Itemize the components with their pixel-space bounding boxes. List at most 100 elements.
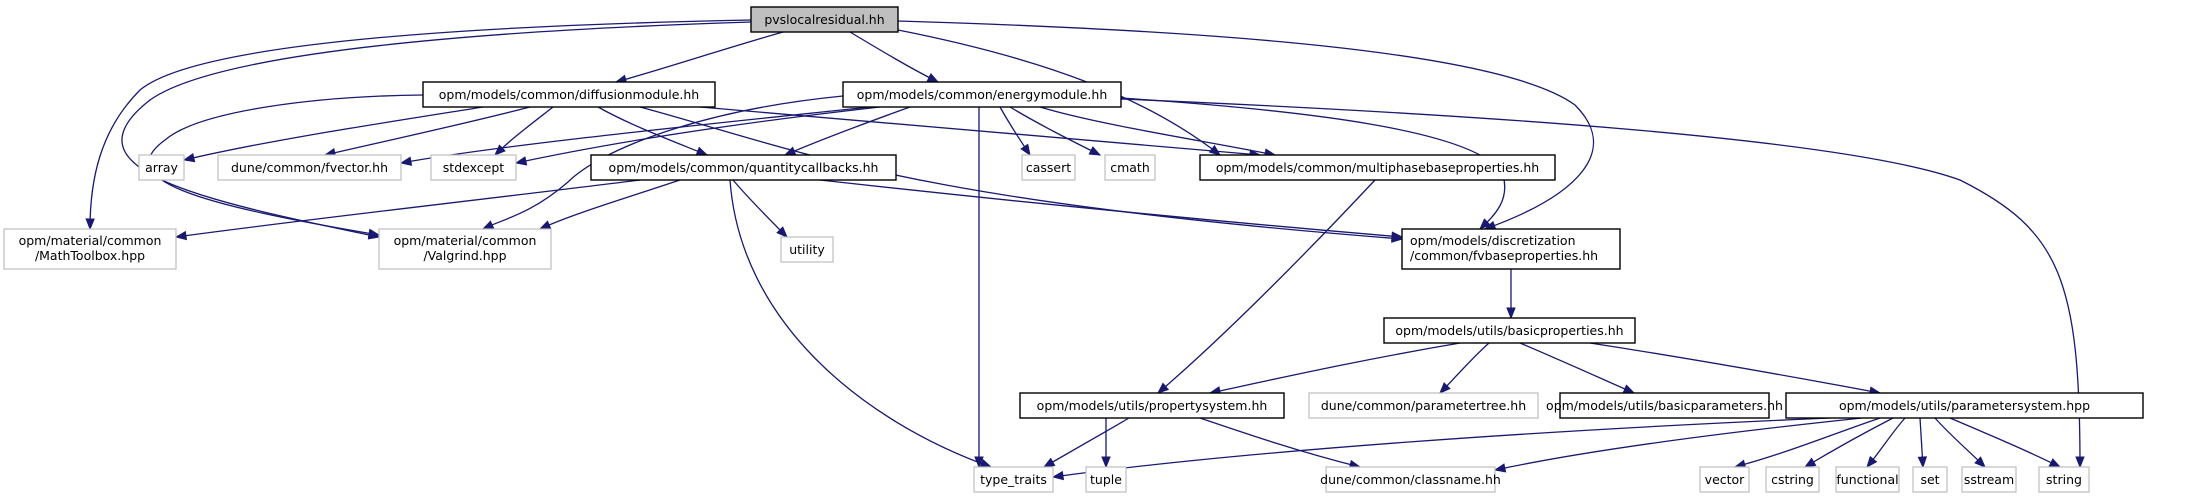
edge-energymodule-to-stdexcept <box>514 106 881 166</box>
node-box[interactable] <box>750 6 899 33</box>
edge-line <box>539 179 681 230</box>
node-label: dune/common/fvector.hh <box>231 160 388 175</box>
node-box[interactable] <box>1383 317 1636 344</box>
node-label: opm/models/utils/parametersystem.hpp <box>1839 398 2090 413</box>
edge-line <box>1949 417 2061 468</box>
arrowhead-icon <box>1917 456 1928 469</box>
edge-line <box>784 106 911 156</box>
node-label: opm/models/utils/basicproperties.hh <box>1395 323 1623 338</box>
edge-line <box>148 94 424 236</box>
node-fvector: dune/common/fvector.hh <box>217 154 402 181</box>
edge-energymodule-to-type_traits <box>974 107 984 469</box>
node-basicproperties[interactable]: opm/models/utils/basicproperties.hh <box>1383 317 1636 344</box>
edge-basicproperties-to-parametersystem <box>1589 342 1882 396</box>
node-multiphasebaseproperties[interactable]: opm/models/common/multiphasebaseproperti… <box>1199 154 1556 181</box>
node-box[interactable] <box>1785 392 2144 419</box>
edge-energymodule-to-cassert <box>999 106 1031 157</box>
node-stdexcept: stdexcept <box>430 154 517 181</box>
node-energymodule[interactable]: opm/models/common/energymodule.hh <box>842 81 1122 108</box>
node-box <box>780 236 834 263</box>
node-basicparameters[interactable]: opm/models/utils/basicparameters.hh <box>1546 392 1783 419</box>
arrowhead-icon <box>1866 455 1878 469</box>
arrowhead-icon <box>1101 456 1111 469</box>
node-box[interactable] <box>1019 392 1285 419</box>
edge-parametersystem-to-vector <box>1733 417 1881 469</box>
node-cmath: cmath <box>1104 154 1156 181</box>
node-box[interactable] <box>1401 228 1621 270</box>
node-quantitycallbacks[interactable]: opm/models/common/quantitycallbacks.hh <box>590 154 897 181</box>
node-set: set <box>1912 466 1948 493</box>
node-box <box>378 228 552 270</box>
edge-propertysystem-to-tuple <box>1101 418 1111 469</box>
node-label: opm/models/common/energymodule.hh <box>857 87 1108 102</box>
node-label: opm/models/common/quantitycallbacks.hh <box>609 160 879 175</box>
node-parametersystem[interactable]: opm/models/utils/parametersystem.hpp <box>1785 392 2144 419</box>
node-box[interactable] <box>422 81 716 108</box>
arrowhead-icon <box>182 153 196 163</box>
arrowhead-icon <box>1493 463 1507 473</box>
edge-line <box>1519 342 1635 394</box>
node-box <box>1085 466 1127 493</box>
node-fvbaseproperties[interactable]: opm/models/discretization/common/fvbasep… <box>1401 228 1621 270</box>
node-diffusionmodule[interactable]: opm/models/common/diffusionmodule.hh <box>422 81 716 108</box>
edge-line <box>515 106 881 164</box>
node-pvslocalresidual[interactable]: pvslocalresidual.hh <box>750 6 899 33</box>
edge-diffusionmodule-to-quantitycallbacks <box>597 106 709 156</box>
node-box <box>430 154 517 181</box>
arrowhead-icon <box>514 156 528 166</box>
node-classname: dune/common/classname.hh <box>1320 466 1501 493</box>
node-label: cmath <box>1110 160 1150 175</box>
edge-line <box>819 179 1403 238</box>
node-label: /Valgrind.hpp <box>423 248 506 263</box>
node-label: set <box>1920 472 1939 487</box>
edge-line <box>897 20 1595 230</box>
node-label: /common/fvbaseproperties.hh <box>1410 248 1598 263</box>
edge-line <box>1043 417 1130 468</box>
node-box[interactable] <box>842 81 1122 108</box>
node-box[interactable] <box>590 154 897 181</box>
node-label: opm/models/utils/propertysystem.hh <box>1037 398 1268 413</box>
edge-line <box>1494 417 1863 471</box>
node-label: /MathToolbox.hpp <box>35 248 145 263</box>
node-array: array <box>138 154 185 181</box>
edge-line <box>1804 417 1894 468</box>
arrowhead-icon <box>1208 144 1222 156</box>
edge-fvbaseproperties-to-basicproperties <box>1506 269 1516 320</box>
node-box <box>1961 466 2017 493</box>
edge-line <box>597 106 708 156</box>
arrowhead-icon <box>2048 458 2062 468</box>
node-functional: functional <box>1835 466 1900 493</box>
edge-line <box>175 179 641 238</box>
node-valgrind: opm/material/common/Valgrind.hpp <box>378 228 552 270</box>
edge-basicproperties-to-parametertree <box>1439 342 1490 394</box>
arrowhead-icon <box>367 228 381 238</box>
arrowhead-icon <box>1803 457 1817 468</box>
node-label: sstream <box>1964 472 2014 487</box>
node-label: dune/common/parametertree.hh <box>1321 398 1526 413</box>
node-label: opm/models/utils/basicparameters.hh <box>1546 398 1783 413</box>
edge-parametersystem-to-type_traits <box>1051 417 1831 481</box>
node-label: pvslocalresidual.hh <box>764 12 884 27</box>
edge-line <box>732 179 788 238</box>
node-propertysystem[interactable]: opm/models/utils/propertysystem.hh <box>1019 392 1285 419</box>
node-box[interactable] <box>1559 392 1770 419</box>
edge-line <box>1009 106 1101 156</box>
edge-line <box>183 106 484 161</box>
edge-line <box>849 31 939 83</box>
edge-multiphasebaseproperties-to-propertysystem <box>1156 179 1376 394</box>
edge-energymodule-to-string <box>1120 98 2085 469</box>
node-box <box>217 154 402 181</box>
node-label: utility <box>789 242 825 257</box>
edge-line <box>1157 179 1376 394</box>
edge-line <box>1734 417 1881 468</box>
edge-pvslocalresidual-to-diffusionmodule <box>614 31 784 84</box>
edge-line <box>482 95 844 230</box>
node-label: tuple <box>1090 472 1122 487</box>
node-box[interactable] <box>1199 154 1556 181</box>
node-box <box>1912 466 1948 493</box>
node-string: string <box>2038 466 2090 493</box>
edge-line <box>1589 342 1881 394</box>
edge-line <box>121 21 752 238</box>
edge-pvslocalresidual-to-fvbaseproperties <box>897 20 1595 230</box>
edge-propertysystem-to-type_traits <box>1042 417 1130 468</box>
